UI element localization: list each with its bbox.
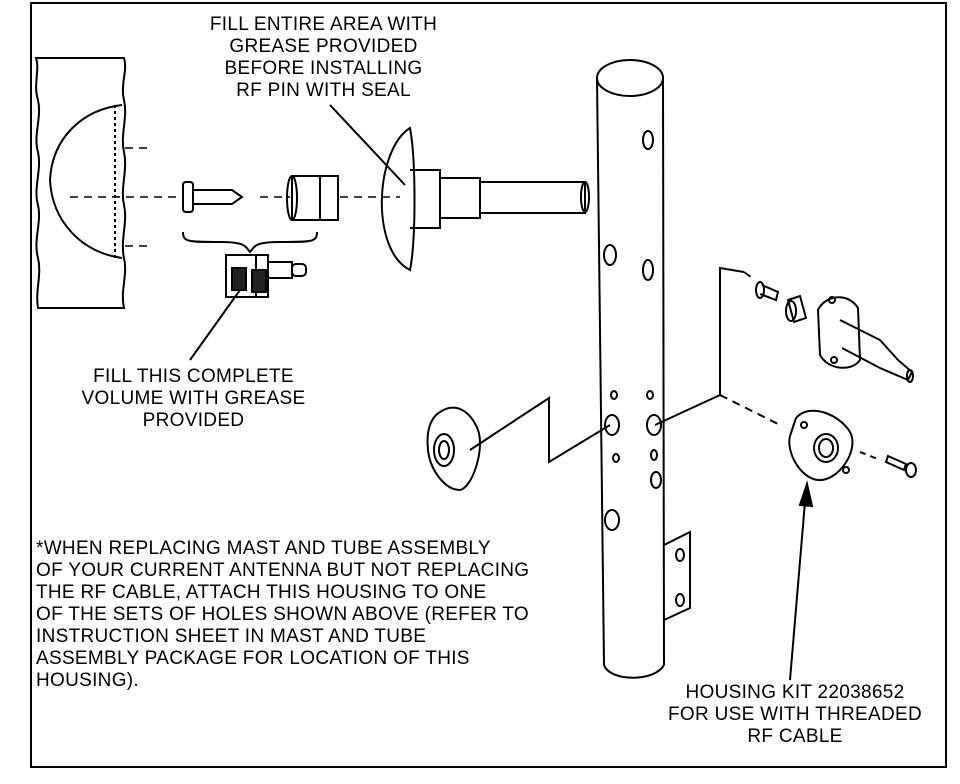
fender-section: [34, 57, 127, 309]
leader-left-housing: [469, 396, 611, 464]
leader-housing-kit: [789, 489, 807, 681]
diagram-frame: [30, 2, 947, 768]
threaded-housing: [788, 409, 854, 482]
mast-bracket: [663, 530, 691, 621]
left-housing: [426, 406, 481, 492]
leader-right-housing: [654, 266, 745, 426]
mast-tube: [596, 59, 665, 679]
fender-dome: [48, 104, 123, 259]
screw: [884, 454, 917, 478]
grease-area-callout: FILL ENTIRE AREA WITH GREASE PROVIDED BE…: [209, 14, 438, 101]
grease-volume-callout: FILL THIS COMPLETE VOLUME WITH GREASE PR…: [81, 366, 306, 431]
rf-pin: [182, 181, 244, 213]
rf-pin-right: [755, 281, 780, 302]
leader-area: [329, 104, 406, 186]
seal: [286, 175, 339, 221]
mast-replacement-note: *WHEN REPLACING MAST AND TUBE ASSEMBLY O…: [36, 538, 530, 691]
cable-connector: [380, 126, 590, 272]
leader-volume: [189, 289, 241, 361]
brace: [182, 231, 318, 254]
flange-connector-right: [816, 296, 914, 383]
housing-kit-callout: HOUSING KIT 22038652 FOR USE WITH THREAD…: [667, 682, 922, 747]
seal-right: [785, 294, 808, 324]
